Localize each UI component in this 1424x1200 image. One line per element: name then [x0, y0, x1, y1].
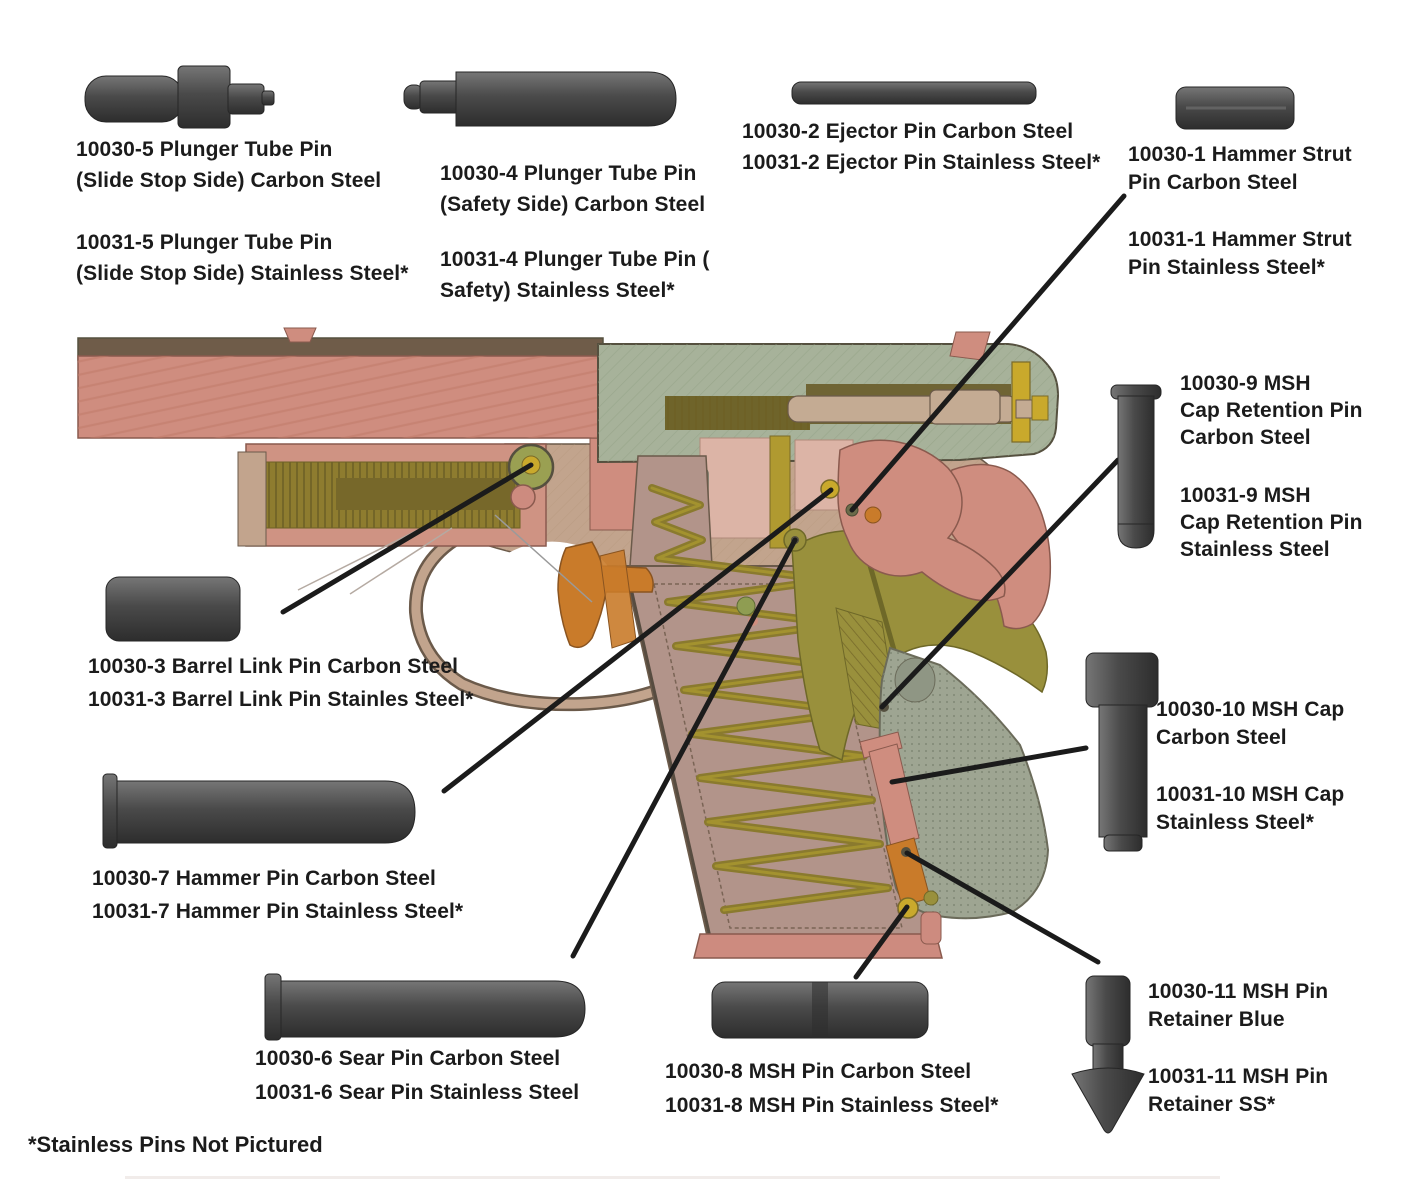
label-line: 10030-10 MSH Cap — [1156, 698, 1345, 721]
label-line: 10030-7 Hammer Pin Carbon Steel — [92, 867, 436, 890]
label-line: Pin Carbon Steel — [1128, 171, 1298, 194]
label-line: Safety) Stainless Steel* — [440, 279, 675, 302]
label-line: Stainless Steel* — [1156, 811, 1315, 834]
label-line: 10031-1 Hammer Strut — [1128, 228, 1352, 251]
label-line: 10031-4 Plunger Tube Pin ( — [440, 248, 710, 271]
label-line: Cap Retention Pin — [1180, 399, 1363, 422]
callout-line-msh-pin — [853, 904, 910, 980]
label-line: Retainer Blue — [1148, 1008, 1285, 1031]
mainspring-housing — [859, 646, 1050, 945]
label-msh-retainer-carbon: 10030-11 MSH Pin Retainer Blue — [1148, 978, 1328, 1034]
label-msh-retainer-stainless: 10031-11 MSH Pin Retainer SS* — [1148, 1063, 1328, 1119]
ejector-pin-image — [791, 81, 1037, 105]
callout-lines — [280, 193, 1127, 980]
footnote: *Stainless Pins Not Pictured — [28, 1132, 323, 1157]
label-msh-cap-stainless: 10031-10 MSH Cap Stainless Steel* — [1156, 781, 1344, 837]
plunger-tube-pin-slide-stop-image — [84, 65, 275, 129]
front-sight — [283, 327, 317, 343]
label-hammer-strut-stainless: 10031-1 Hammer Strut Pin Stainless Steel… — [1128, 226, 1352, 282]
label-line: 10030-4 Plunger Tube Pin — [440, 162, 697, 185]
label-hammer-strut-carbon: 10030-1 Hammer Strut Pin Carbon Steel — [1128, 141, 1352, 197]
sketch-lines — [297, 514, 593, 603]
plunger-tube-pin-safety-image — [403, 71, 677, 127]
label-line: 10030-1 Hammer Strut — [1128, 143, 1352, 166]
msh-cap-image — [1085, 652, 1159, 852]
label-msh-cap-carbon: 10030-10 MSH Cap Carbon Steel — [1156, 696, 1344, 752]
label-line: 10031-5 Plunger Tube Pin — [76, 231, 333, 254]
label-line: 10031-3 Barrel Link Pin Stainles Steel* — [88, 688, 474, 711]
label-line: Stainless Steel — [1180, 538, 1330, 561]
label-line: 10031-2 Ejector Pin Stainless Steel* — [742, 151, 1101, 174]
label-msh-pin: 10030-8 MSH Pin Carbon Steel 10031-8 MSH… — [665, 1055, 999, 1123]
msh-cap-retention-pin-image — [1110, 384, 1162, 549]
label-line: 10031-6 Sear Pin Stainless Steel — [255, 1081, 580, 1104]
label-plunger-slide-stop-stainless: 10031-5 Plunger Tube Pin (Slide Stop Sid… — [76, 227, 409, 289]
callout-line-hammer-pin — [441, 487, 834, 794]
label-plunger-safety-stainless: 10031-4 Plunger Tube Pin ( Safety) Stain… — [440, 244, 709, 306]
label-line: Cap Retention Pin — [1180, 511, 1363, 534]
label-barrel-link-pin: 10030-3 Barrel Link Pin Carbon Steel 100… — [88, 650, 474, 716]
label-line: 10030-3 Barrel Link Pin Carbon Steel — [88, 655, 459, 678]
label-line: 10030-8 MSH Pin Carbon Steel — [665, 1060, 972, 1083]
label-line: (Slide Stop Side) Stainless Steel* — [76, 262, 409, 285]
slide-rear — [597, 331, 1060, 464]
callout-line-msh-cap — [889, 745, 1089, 785]
label-msh-cap-retention-carbon: 10030-9 MSH Cap Retention Pin Carbon Ste… — [1180, 370, 1363, 451]
barrel-link-pin-image — [105, 576, 241, 642]
callout-line-hammer-strut-pin — [849, 193, 1127, 513]
label-hammer-pin: 10030-7 Hammer Pin Carbon Steel 10031-7 … — [92, 862, 463, 928]
callout-line-barrel-link-pin — [280, 462, 534, 615]
label-msh-cap-retention-stainless: 10031-9 MSH Cap Retention Pin Stainless … — [1180, 482, 1363, 563]
sear-pin-image — [264, 973, 586, 1041]
label-line: 10030-2 Ejector Pin Carbon Steel — [742, 120, 1074, 143]
label-plunger-safety-carbon: 10030-4 Plunger Tube Pin (Safety Side) C… — [440, 158, 705, 220]
label-line: Pin Stainless Steel* — [1128, 256, 1325, 279]
magazine-base — [693, 933, 943, 959]
label-line: Retainer SS* — [1148, 1093, 1276, 1116]
hammer-pin-image — [102, 773, 416, 849]
callout-line-sear-pin — [570, 537, 798, 959]
bottom-divider — [125, 1176, 1220, 1179]
label-line: 10031-7 Hammer Pin Stainless Steel* — [92, 900, 464, 923]
label-plunger-slide-stop-carbon: 10030-5 Plunger Tube Pin (Slide Stop Sid… — [76, 134, 381, 196]
callout-line-msh-pin-retainer — [904, 850, 1101, 965]
label-line: (Slide Stop Side) Carbon Steel — [76, 169, 382, 192]
callout-line-msh-cap-retention-pin — [879, 457, 1121, 710]
label-line: 10030-9 MSH — [1180, 372, 1311, 395]
label-sear-pin: 10030-6 Sear Pin Carbon Steel 10031-6 Se… — [255, 1042, 579, 1110]
label-ejector: 10030-2 Ejector Pin Carbon Steel 10031-2… — [742, 116, 1100, 178]
firing-pin-spring — [665, 396, 810, 430]
label-line: 10031-10 MSH Cap — [1156, 783, 1345, 806]
hammer-strut-pin-image — [1175, 86, 1295, 130]
pin-images — [84, 65, 1295, 1134]
lanyard-loop — [920, 911, 942, 945]
label-line: Carbon Steel — [1156, 726, 1287, 749]
label-line: 10031-8 MSH Pin Stainless Steel* — [665, 1094, 999, 1117]
label-line: Carbon Steel — [1180, 426, 1311, 449]
pistol-cutaway-illustration — [77, 327, 1060, 959]
label-line: 10031-9 MSH — [1180, 484, 1311, 507]
barrel — [77, 327, 641, 439]
label-line: 10030-6 Sear Pin Carbon Steel — [255, 1047, 561, 1070]
label-line: 10030-11 MSH Pin — [1148, 980, 1329, 1003]
label-line: (Safety Side) Carbon Steel — [440, 193, 706, 216]
msh-pin-retainer-image — [1071, 975, 1145, 1134]
mainspring — [868, 743, 920, 847]
label-line: 10031-11 MSH Pin — [1148, 1065, 1329, 1088]
trigger — [557, 541, 654, 649]
label-line: 10030-5 Plunger Tube Pin — [76, 138, 333, 161]
msh-pin-image — [711, 981, 929, 1039]
disconnector-area — [699, 437, 773, 539]
